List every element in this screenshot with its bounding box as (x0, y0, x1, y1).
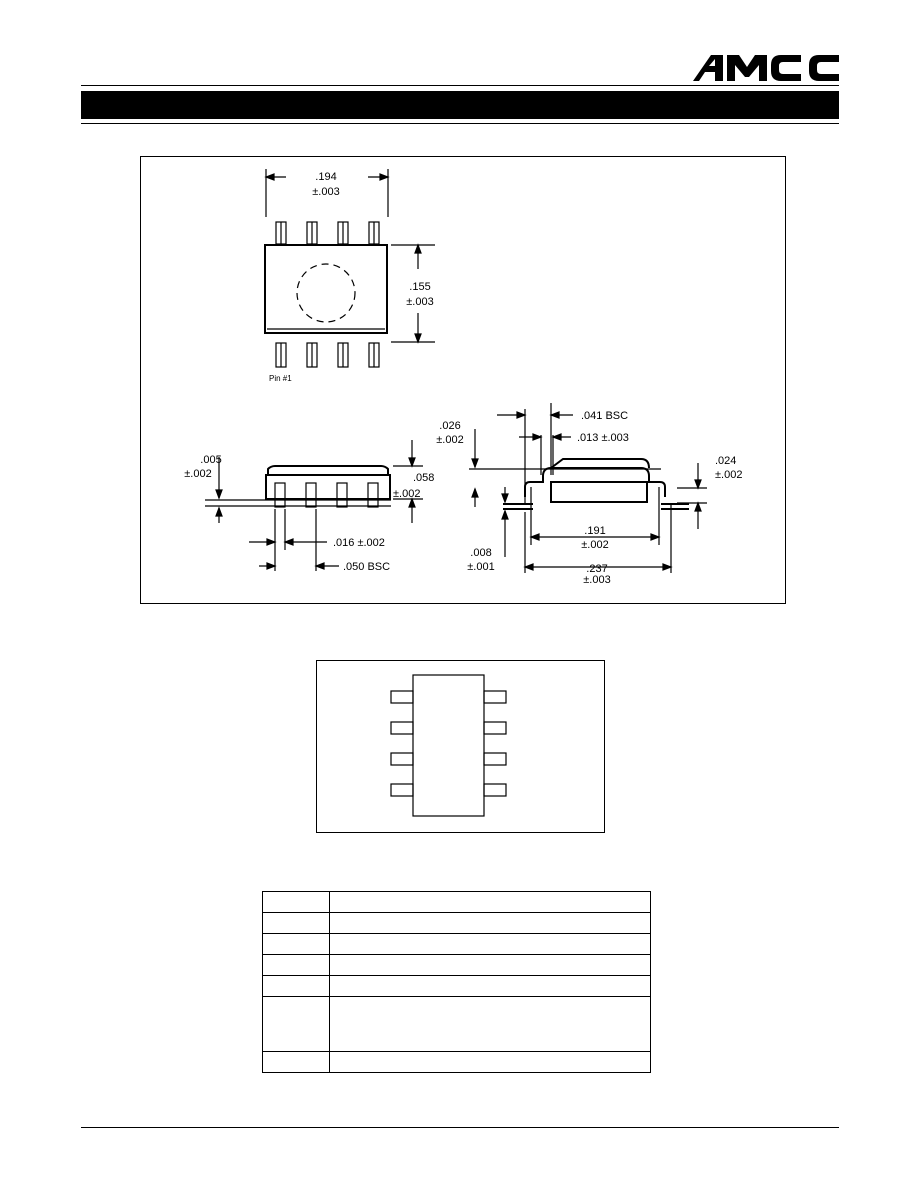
pinout-diagram-svg (390, 674, 507, 817)
header-bar (81, 91, 839, 119)
dim-foot-tol: ±.002 (715, 469, 742, 481)
table-cell-pin (262, 891, 330, 913)
header-rule (81, 85, 839, 86)
package-drawing-svg: .194 ±.003 .155 ±.003 Pin #1 .005 ±.002 … (184, 169, 742, 586)
dim-body-width-tol: ±.002 (581, 539, 608, 551)
table-cell-pin (262, 996, 330, 1052)
dim-top-width-tol: ±.003 (312, 186, 339, 198)
dim-lead-thickness: .026 (439, 420, 460, 432)
dim-lead-width: .016 ±.002 (333, 537, 385, 549)
dim-top-height: .155 (409, 281, 430, 293)
pin-right-7 (483, 721, 507, 735)
table-cell-pin (262, 954, 330, 976)
amcc-logo (693, 55, 839, 81)
end-view (469, 403, 707, 573)
table-cell-pin (262, 975, 330, 997)
table-cell-description (329, 996, 651, 1052)
table-row (262, 912, 651, 934)
table-cell-description (329, 954, 651, 976)
table-row (262, 954, 651, 976)
top-view (264, 169, 435, 368)
pin-right-6 (483, 752, 507, 766)
dim-top-width: .194 (315, 171, 336, 183)
dim-standoff-tol: ±.002 (184, 468, 211, 480)
table-row (262, 933, 651, 955)
dim-top-height-tol: ±.003 (406, 296, 433, 308)
dim-body-height-tol: ±.002 (393, 488, 420, 500)
dim-foot: .024 (715, 455, 736, 467)
dim-standoff: .005 (200, 454, 221, 466)
dim-body-height: .058 (413, 472, 434, 484)
dim-span: .237 (586, 563, 607, 575)
table-cell-description (329, 891, 651, 913)
pinout-diagram (316, 660, 605, 833)
dim-bsc: .041 BSC (581, 410, 628, 422)
pin-right-5 (483, 783, 507, 797)
pin-right-8 (483, 690, 507, 704)
header-underline (81, 123, 839, 124)
pin-left-1 (390, 690, 414, 704)
table-cell-description (329, 1051, 651, 1073)
side-view (205, 440, 423, 571)
dim-clearance: .008 (470, 547, 491, 559)
package-drawing: .194 ±.003 .155 ±.003 Pin #1 .005 ±.002 … (140, 156, 786, 604)
table-row (262, 975, 651, 997)
pin-left-4 (390, 783, 414, 797)
dim-body-width: .191 (584, 525, 605, 537)
table-cell-description (329, 975, 651, 997)
table-cell-pin (262, 912, 330, 934)
pin1-label: Pin #1 (269, 374, 292, 383)
table-row (262, 996, 651, 1052)
table-row (262, 891, 651, 913)
dim-clearance-tol: ±.001 (467, 561, 494, 573)
dim-span-tol: ±.003 (583, 574, 610, 586)
table-cell-pin (262, 1051, 330, 1073)
table-cell-description (329, 933, 651, 955)
dim-bend: .013 ±.003 (577, 432, 629, 444)
table-cell-description (329, 912, 651, 934)
footer-rule (81, 1127, 839, 1128)
table-row (262, 1051, 651, 1073)
dim-lead-thickness-tol: ±.002 (436, 434, 463, 446)
pin-left-3 (390, 752, 414, 766)
ic-body (412, 674, 485, 817)
dim-pitch: .050 BSC (343, 561, 390, 573)
pin-description-table (262, 891, 651, 1073)
pin-left-2 (390, 721, 414, 735)
table-cell-pin (262, 933, 330, 955)
